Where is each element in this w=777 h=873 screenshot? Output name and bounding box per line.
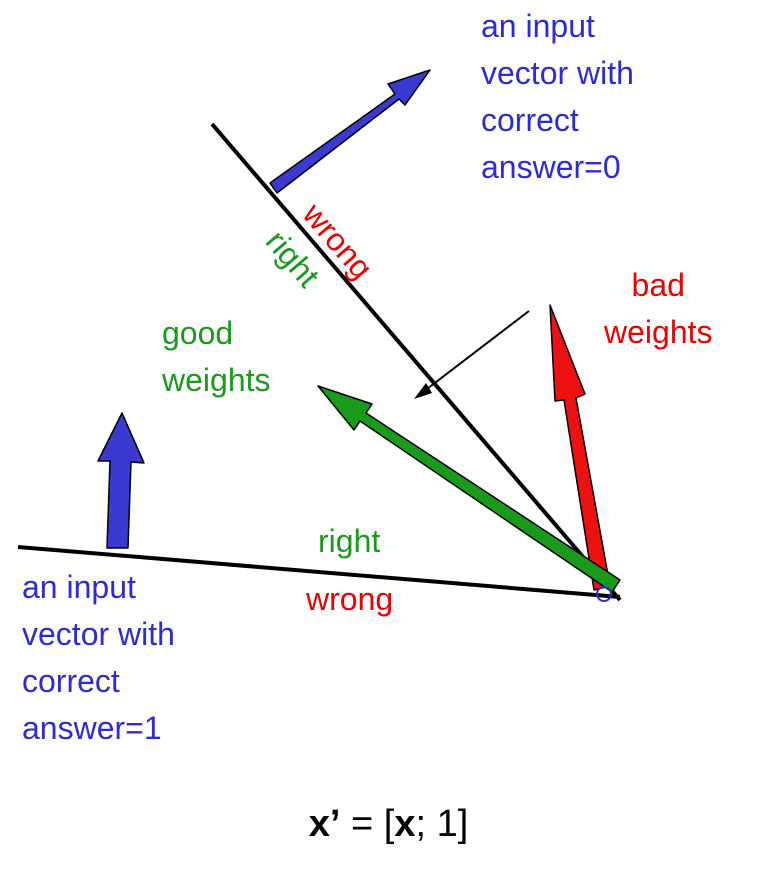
input-bottom-line-1: an input [22, 569, 136, 605]
input-vector-bottom-arrow [97, 412, 145, 549]
input-vector-top-arrow [269, 69, 431, 194]
input-bottom-line-2: vector with [22, 616, 175, 652]
formula-tail: ; 1] [415, 803, 469, 845]
input-top-line-2: vector with [481, 55, 634, 91]
good-weights-label: good weights [162, 310, 271, 404]
lower-wrong-label: wrong [306, 581, 394, 617]
bad-weights-label: bad weights [604, 262, 713, 356]
formula-x-prime: x’ [308, 803, 341, 845]
good-weights-line-2: weights [162, 362, 271, 398]
update-arrow-line [422, 310, 530, 393]
formula-x: x [394, 803, 416, 845]
input-top-line-1: an input [481, 8, 595, 44]
good-weights-arrow [317, 385, 621, 593]
formula-equals: = [ [340, 803, 395, 845]
input-bottom-line-3: correct [22, 663, 120, 699]
input-top-line-4: answer=0 [481, 149, 621, 185]
upper-decision-line [210, 122, 622, 602]
input-vector-top-label: an input vector with correct answer=0 [481, 3, 634, 191]
lower-right-label: right [318, 523, 381, 559]
input-bottom-line-4: answer=1 [22, 710, 162, 746]
augmented-input-formula: x’ = [x; 1] [0, 802, 777, 846]
bad-weights-arrow [549, 304, 611, 591]
origin-marker [596, 586, 612, 602]
lower-decision-line [17, 545, 621, 599]
bad-weights-line-1: bad [631, 267, 685, 303]
bad-weights-line-2: weights [604, 314, 713, 350]
input-top-line-3: correct [481, 102, 579, 138]
good-weights-line-1: good [162, 315, 234, 351]
update-arrow-head [414, 383, 432, 399]
input-vector-bottom-label: an input vector with correct answer=1 [22, 564, 175, 752]
